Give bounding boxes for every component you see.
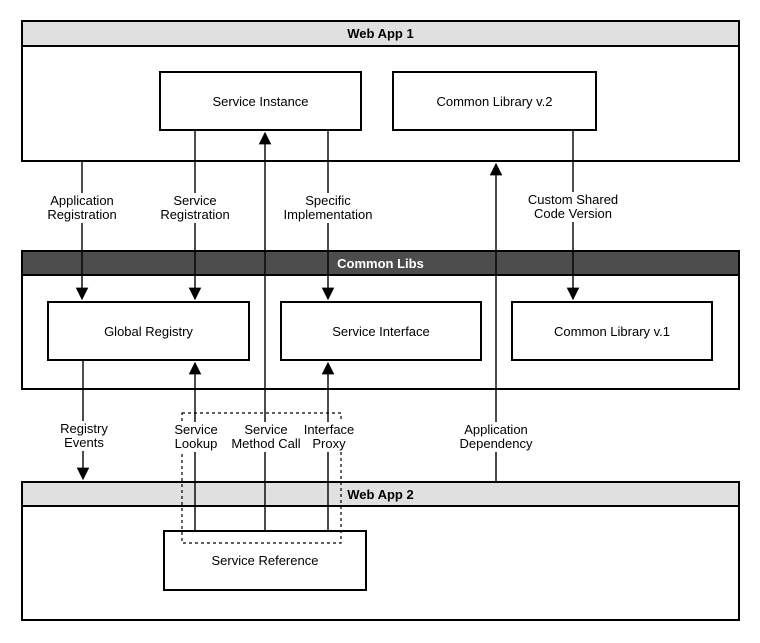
webapp2-title: Web App 2: [347, 486, 414, 502]
service-instance-node: Service Instance: [159, 71, 362, 131]
application-dependency-edge-label: Application Dependency: [456, 422, 536, 452]
webapp1-title: Web App 1: [347, 26, 414, 41]
common-library-v1-node: Common Library v.1: [511, 301, 713, 361]
custom-shared-code-version-edge-label: Custom Shared Code Version: [524, 192, 622, 222]
registry-events-edge-label: Registry Events: [57, 421, 111, 451]
service-lookup-edge-label: Service Lookup: [171, 422, 221, 452]
specific-implementation-edge-label: Specific Implementation: [280, 193, 376, 223]
global-registry-node: Global Registry: [47, 301, 250, 361]
webapp2-container: Web App 2: [21, 481, 740, 621]
commonlibs-title: Common Libs: [337, 255, 424, 271]
service-registration-edge-label: Service Registration: [157, 193, 233, 223]
commonlibs-header: Common Libs: [23, 252, 738, 276]
service-method-call-edge-label: Service Method Call: [228, 422, 304, 452]
webapp2-header: Web App 2: [23, 483, 738, 507]
service-reference-label: Service Reference: [211, 553, 319, 568]
common-library-v2-label: Common Library v.2: [436, 93, 553, 109]
webapp1-header: Web App 1: [23, 22, 738, 47]
service-interface-node: Service Interface: [280, 301, 482, 361]
webapp1-container: Web App 1: [21, 20, 740, 162]
service-interface-label: Service Interface: [332, 323, 430, 339]
application-registration-edge-label: Application Registration: [44, 193, 120, 223]
common-library-v2-node: Common Library v.2: [392, 71, 597, 131]
service-reference-node: Service Reference: [163, 530, 367, 591]
common-library-v1-label: Common Library v.1: [553, 323, 671, 339]
interface-proxy-edge-label: Interface Proxy: [300, 422, 358, 452]
service-instance-label: Service Instance: [212, 93, 309, 109]
global-registry-label: Global Registry: [104, 323, 193, 339]
